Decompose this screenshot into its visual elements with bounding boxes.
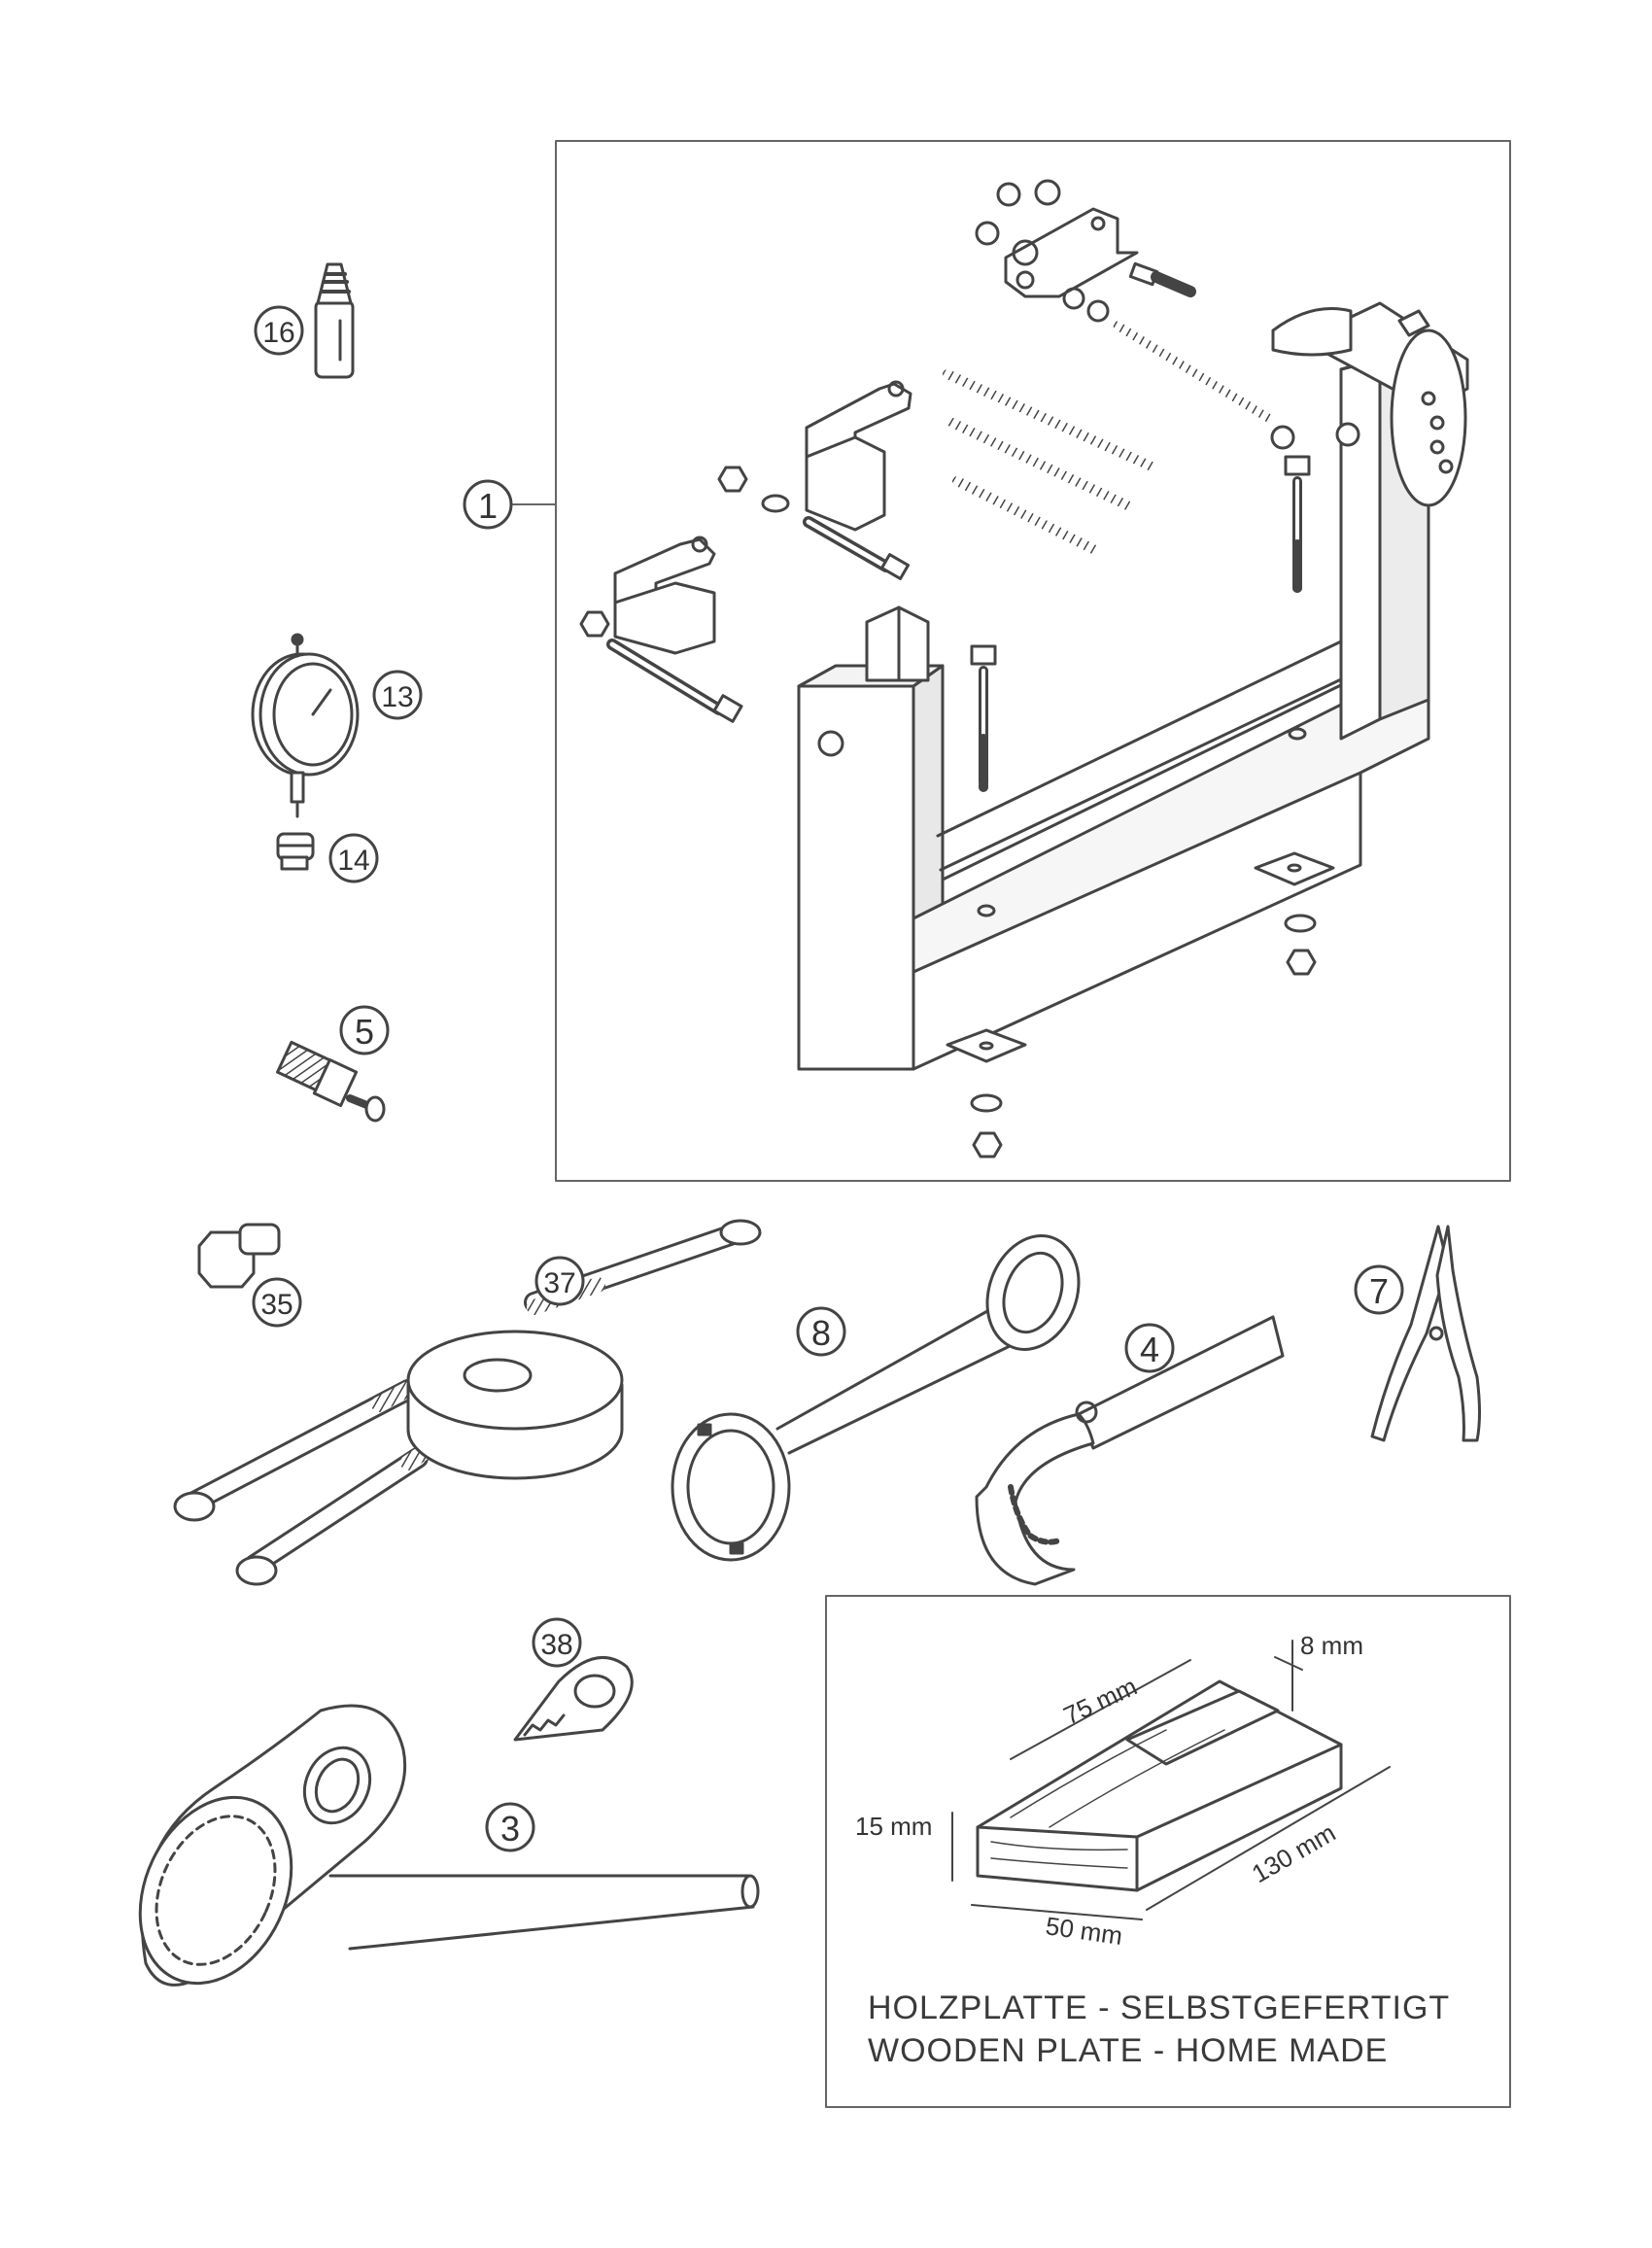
socket-insert-drawing <box>197 1223 281 1289</box>
svg-text:1: 1 <box>478 486 498 526</box>
wooden-plate-drawing <box>951 1640 1391 1920</box>
adapter-plug-drawing <box>276 832 315 871</box>
callout-8: 8 <box>796 1306 846 1357</box>
holding-spanner-drawing <box>138 1704 760 1987</box>
svg-text:14: 14 <box>337 845 369 877</box>
svg-text:16: 16 <box>262 317 294 349</box>
callout-38: 38 <box>532 1617 582 1668</box>
dimension-15mm: 15 mm <box>855 1812 932 1841</box>
dial-gauge-drawing <box>251 633 360 818</box>
gear-segment-drawing <box>513 1655 634 1742</box>
callout-3: 3 <box>485 1802 535 1852</box>
dimension-8mm: 8 mm <box>1300 1631 1363 1660</box>
sealing-compound-tube-drawing <box>314 262 355 379</box>
svg-text:38: 38 <box>540 1629 572 1661</box>
svg-text:13: 13 <box>381 681 413 713</box>
hook-wrench-drawing <box>975 1315 1285 1586</box>
engine-stand-frame-box <box>555 140 1511 1182</box>
callout-1: 1 <box>463 479 513 530</box>
callout-5: 5 <box>339 1005 390 1055</box>
wooden-plate-box <box>825 1595 1511 2108</box>
dimension-75mm: 75 mm <box>1059 1672 1142 1731</box>
callout-4: 4 <box>1124 1323 1175 1373</box>
circlip-pliers-drawing <box>1370 1225 1481 1442</box>
svg-text:37: 37 <box>543 1267 575 1299</box>
callout-35: 35 <box>252 1277 302 1328</box>
callout-37: 37 <box>534 1256 585 1306</box>
callout-14: 14 <box>328 833 379 883</box>
callout-7: 7 <box>1354 1264 1404 1315</box>
bearing-puller-drawing <box>173 1219 762 1586</box>
svg-text:7: 7 <box>1369 1271 1389 1311</box>
engine-stand-drawing <box>579 179 1469 1159</box>
svg-text:5: 5 <box>355 1012 374 1052</box>
callout-16: 16 <box>254 305 304 356</box>
callout-13: 13 <box>372 670 423 720</box>
wooden-plate-caption-english: WOODEN PLATE - HOME MADE <box>868 2032 1389 2069</box>
svg-text:8: 8 <box>811 1313 831 1353</box>
svg-text:4: 4 <box>1140 1330 1159 1369</box>
svg-text:3: 3 <box>500 1809 520 1849</box>
svg-text:35: 35 <box>260 1289 293 1321</box>
pressure-tester-adapter-drawing <box>276 1040 386 1123</box>
wooden-plate-caption-german: HOLZPLATTE - SELBSTGEFERTIGT <box>868 1989 1451 2026</box>
holding-wrench-drawing <box>671 1234 1081 1562</box>
